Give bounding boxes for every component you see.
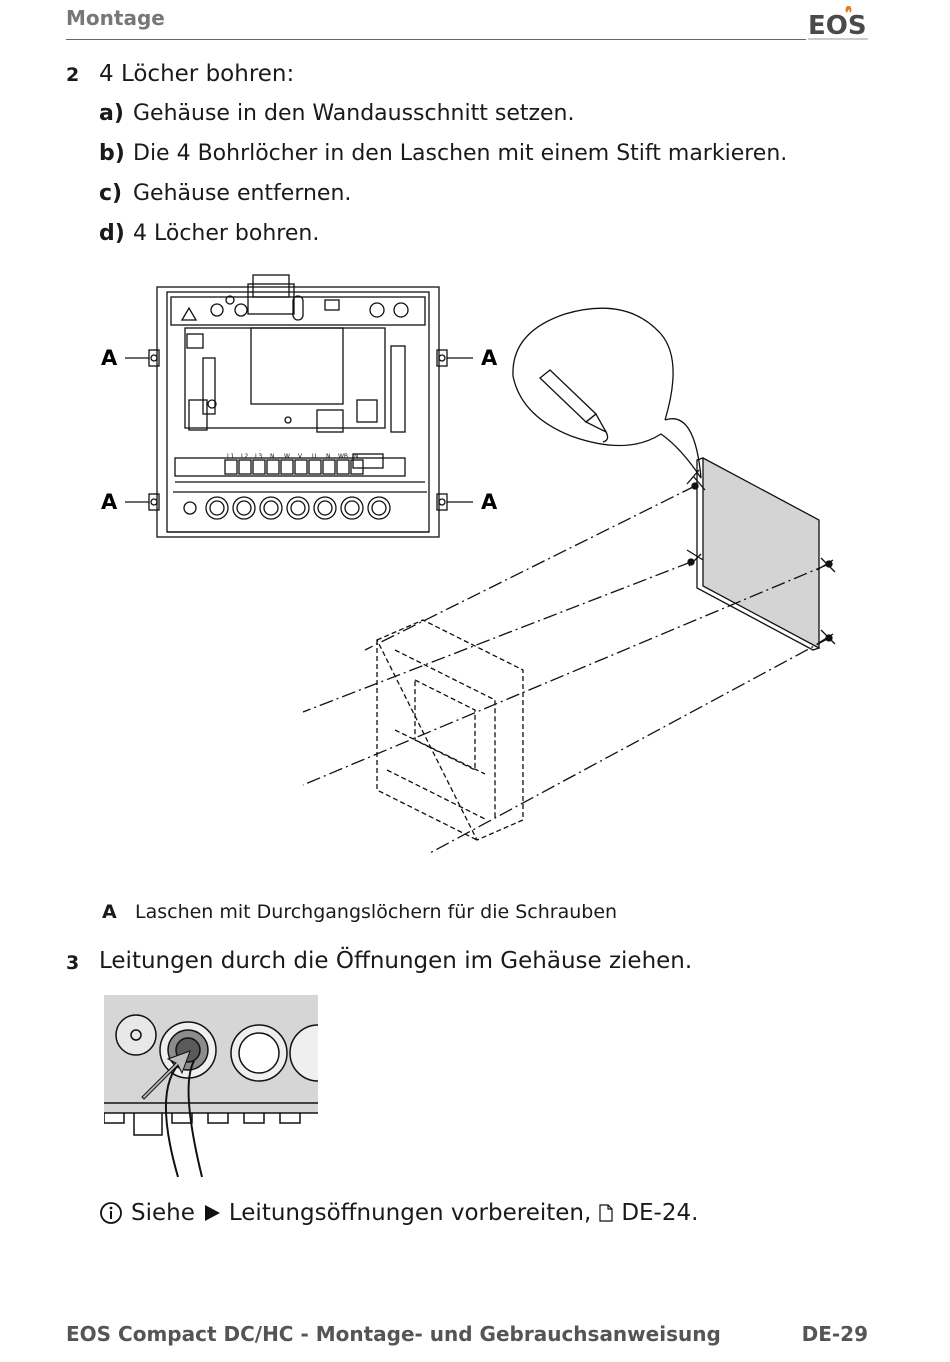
terminal-label: L1 [227, 453, 234, 460]
info-page-ref[interactable]: DE-24. [621, 1200, 699, 1226]
substep-letter-b: b) [99, 141, 125, 166]
footer-page-number: DE-29 [801, 1322, 868, 1346]
info-icon [100, 1202, 122, 1224]
projection-lines [302, 485, 830, 854]
callout-label-a-top-left: A [101, 346, 118, 370]
substep-letter-c: c) [99, 181, 123, 206]
terminal-label: L3 [255, 453, 262, 460]
substep-text-c: Gehäuse entfernen. [133, 181, 352, 206]
arrow-right-icon [204, 1205, 220, 1221]
legend-text: Laschen mit Durchgangslöchern für die Sc… [135, 901, 618, 923]
cable-opening-diagram [104, 995, 318, 1178]
callout-label-a-bottom-right: A [481, 490, 498, 514]
footer-document-title: EOS Compact DC/HC - Montage- und Gebrauc… [66, 1322, 721, 1346]
terminal-label: W [284, 453, 290, 460]
callout-label-a-top-right: A [481, 346, 498, 370]
housing-front-view [125, 274, 473, 538]
pencil-callout [512, 307, 702, 479]
eos-logo: EOS [808, 6, 868, 41]
header-divider [66, 39, 806, 40]
callout-label-a-bottom-left: A [101, 490, 118, 514]
housing-perspective-view [376, 619, 524, 841]
section-title: Montage [66, 6, 165, 30]
step-2-title: 4 Löcher bohren: [99, 61, 295, 87]
substep-text-a: Gehäuse in den Wandausschnitt setzen. [133, 101, 575, 126]
substep-letter-a: a) [99, 101, 124, 126]
terminal-label: L2 [241, 453, 248, 460]
mounting-diagram: A A A A L1 L2 L3 N W V U N WB N [101, 274, 836, 854]
terminal-label: U [312, 453, 316, 460]
terminal-label: N [326, 453, 331, 460]
logo-text: EOS [808, 11, 867, 41]
step-number-3: 3 [66, 952, 80, 974]
insert-arrow-icon [141, 1050, 191, 1100]
terminal-label: V [298, 453, 303, 460]
substep-letter-d: d) [99, 221, 125, 246]
step-number-2: 2 [66, 64, 80, 86]
page-icon [599, 1204, 613, 1222]
substep-text-b: Die 4 Bohrlöcher in den Laschen mit eine… [133, 141, 788, 166]
wall-plate [686, 456, 836, 651]
terminal-label: N [354, 453, 359, 460]
cable-openings [183, 496, 391, 520]
terminal-label: WB [338, 453, 348, 460]
info-reference: Siehe Leitungsöffnungen vorbereiten, DE-… [99, 1200, 698, 1226]
terminal-blocks [224, 459, 364, 475]
step-3-title: Leitungen durch die Öffnungen im Gehäuse… [99, 948, 693, 974]
substep-text-d: 4 Löcher bohren. [133, 221, 320, 246]
info-prefix: Siehe [131, 1200, 195, 1226]
legend-key: A [102, 901, 117, 923]
terminal-label: N [270, 453, 275, 460]
info-link[interactable]: Leitungsöffnungen vorbereiten, [228, 1200, 592, 1226]
